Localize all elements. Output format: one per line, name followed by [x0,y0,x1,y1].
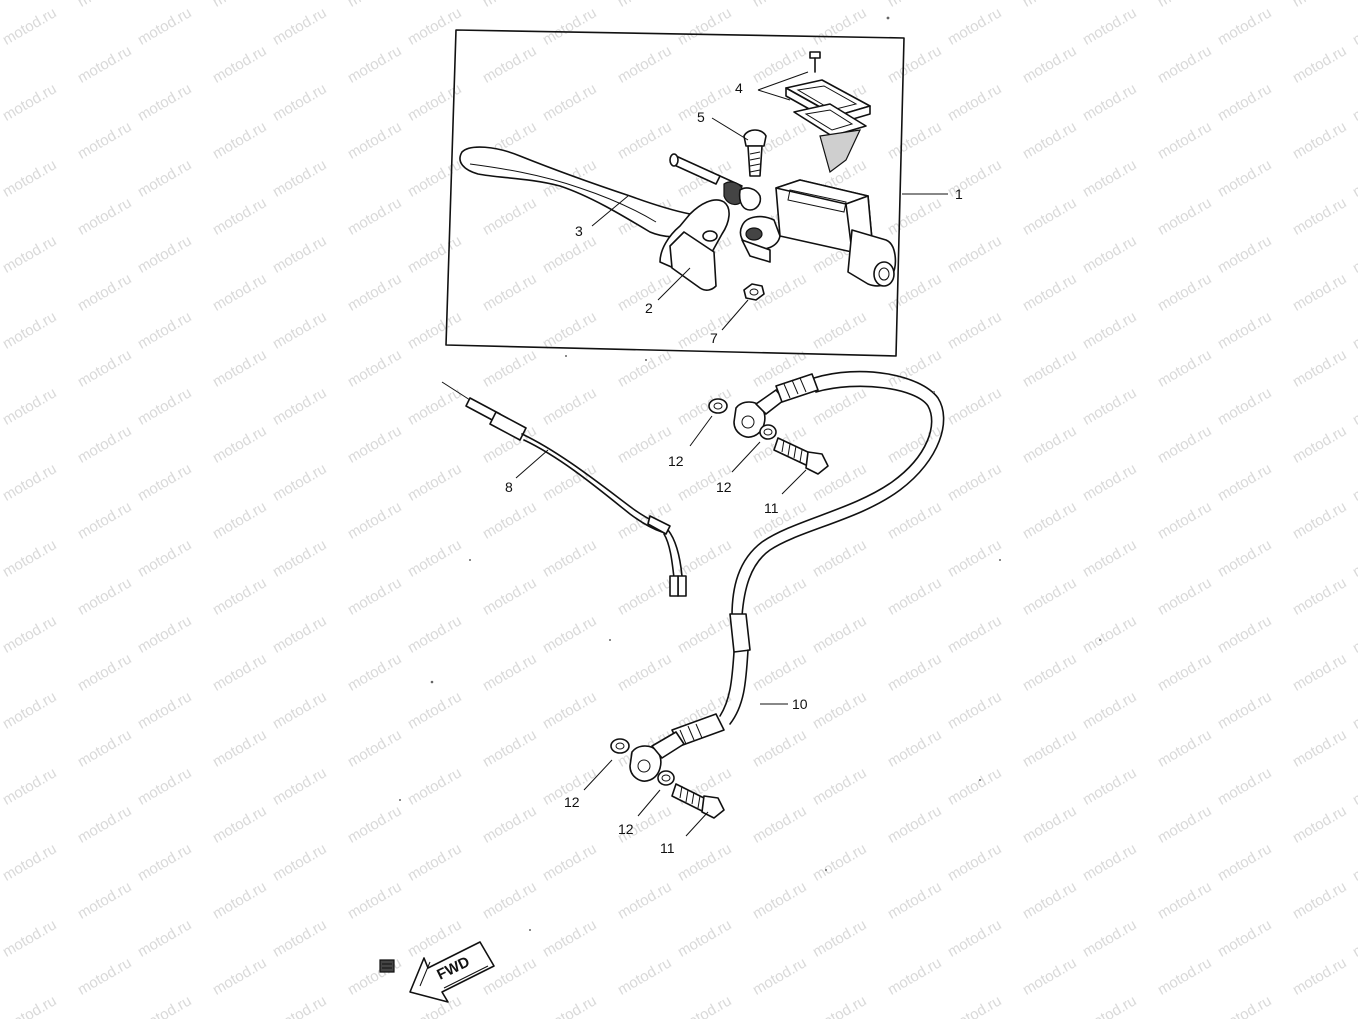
reservoir-cap-set [785,51,871,174]
assembly-frame [445,29,905,357]
pivot-screw [669,153,762,211]
brake-hose-upper-fitting [708,373,829,475]
brake-hose-lower-fitting [610,731,725,819]
leader-lines [515,71,948,837]
callout-10: 10 [792,696,808,712]
fwd-direction-arrow: FWD [379,941,495,1003]
callout-12-upper-right: 12 [716,479,732,495]
scan-specks [399,16,1101,931]
callout-1: 1 [955,186,963,202]
brake-light-switch [441,381,687,597]
callout-11-lower: 11 [660,840,675,856]
callout-12-upper-left: 12 [668,453,684,469]
callout-3: 3 [575,223,583,239]
callout-labels: 1 2 3 4 5 7 8 10 11 11 12 12 12 12 [505,80,963,856]
callout-12-lower-right: 12 [618,821,634,837]
callout-5: 5 [697,109,705,125]
callout-11-upper: 11 [764,500,779,516]
master-cylinder [739,179,897,287]
pivot-bolt [743,129,767,177]
callout-4: 4 [735,80,743,96]
callout-12-lower-left: 12 [564,794,580,810]
brake-lever [459,146,730,291]
callout-7: 7 [710,330,718,346]
callout-2: 2 [645,300,653,316]
brake-hose [671,370,945,747]
callout-8: 8 [505,479,513,495]
lock-nut [743,283,765,301]
